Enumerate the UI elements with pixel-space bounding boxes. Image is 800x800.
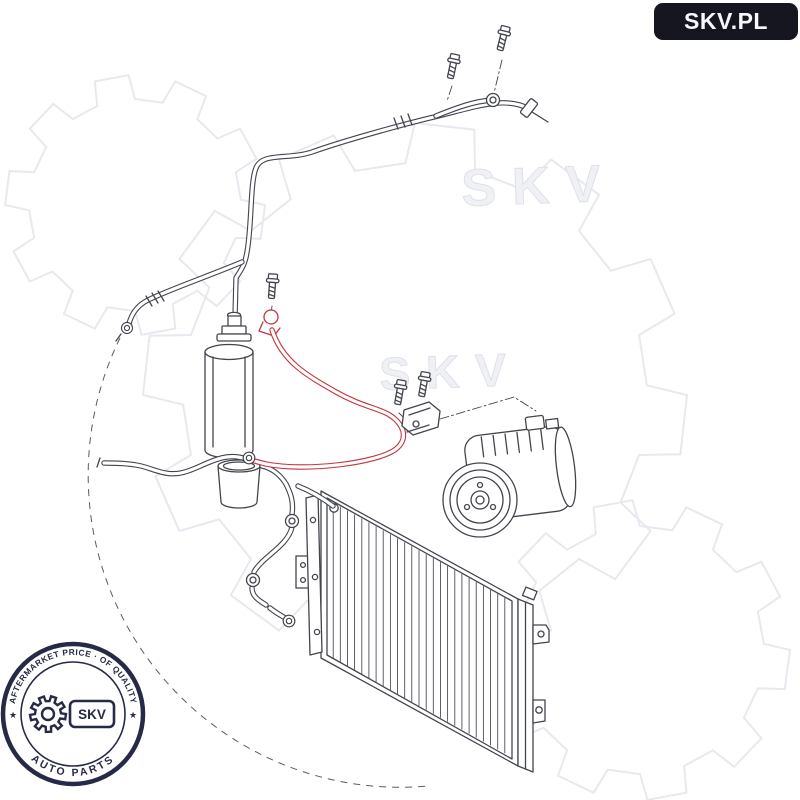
stamp-center-box [68, 699, 116, 729]
highlighted-pressure-hose [250, 309, 404, 467]
hose-fitting-ring [284, 513, 300, 529]
service-hoses [96, 457, 300, 628]
dashed-reference-circle [87, 337, 429, 788]
condenser [296, 486, 550, 773]
receiver-drier [204, 311, 254, 459]
hose-end-ring [242, 451, 256, 465]
brand-badge-label: SKV.PL [684, 8, 768, 34]
star-icon: ★ [129, 710, 137, 720]
collector-cup [217, 459, 261, 509]
star-icon: ★ [9, 710, 17, 720]
condenser-fins [332, 502, 506, 754]
diagram-layer [96, 24, 577, 773]
pipe-fitting-ring [485, 92, 501, 108]
stamp-center-label: SKV [78, 707, 106, 722]
crimp-marks [393, 113, 413, 130]
stamp-inner-ring [20, 661, 126, 767]
bolt-icon [443, 52, 463, 81]
bolt-icon [493, 24, 513, 53]
compressor [442, 414, 577, 538]
compressor-pulley [442, 462, 518, 538]
coil-marks [145, 290, 165, 307]
watermark-gear [3, 74, 267, 336]
pipe-end-ring [120, 321, 134, 335]
stamp-outer-ring [0, 641, 146, 787]
hose-fitting-ring [282, 614, 296, 628]
watermark-text: SKV [460, 155, 617, 218]
gear-hub [40, 706, 56, 722]
watermark-gear [141, 121, 689, 669]
hose-connector-block [242, 401, 441, 465]
pipe-assembly [115, 92, 549, 342]
bolt-icon [264, 272, 280, 300]
hose-fitting-ring [245, 572, 261, 588]
brand-badge: SKV.PL [654, 3, 798, 40]
pipe-end-nut [519, 98, 539, 118]
quality-stamp: AFTERMARKET PRICE · OF QUALITY AUTO PART… [0, 639, 148, 789]
